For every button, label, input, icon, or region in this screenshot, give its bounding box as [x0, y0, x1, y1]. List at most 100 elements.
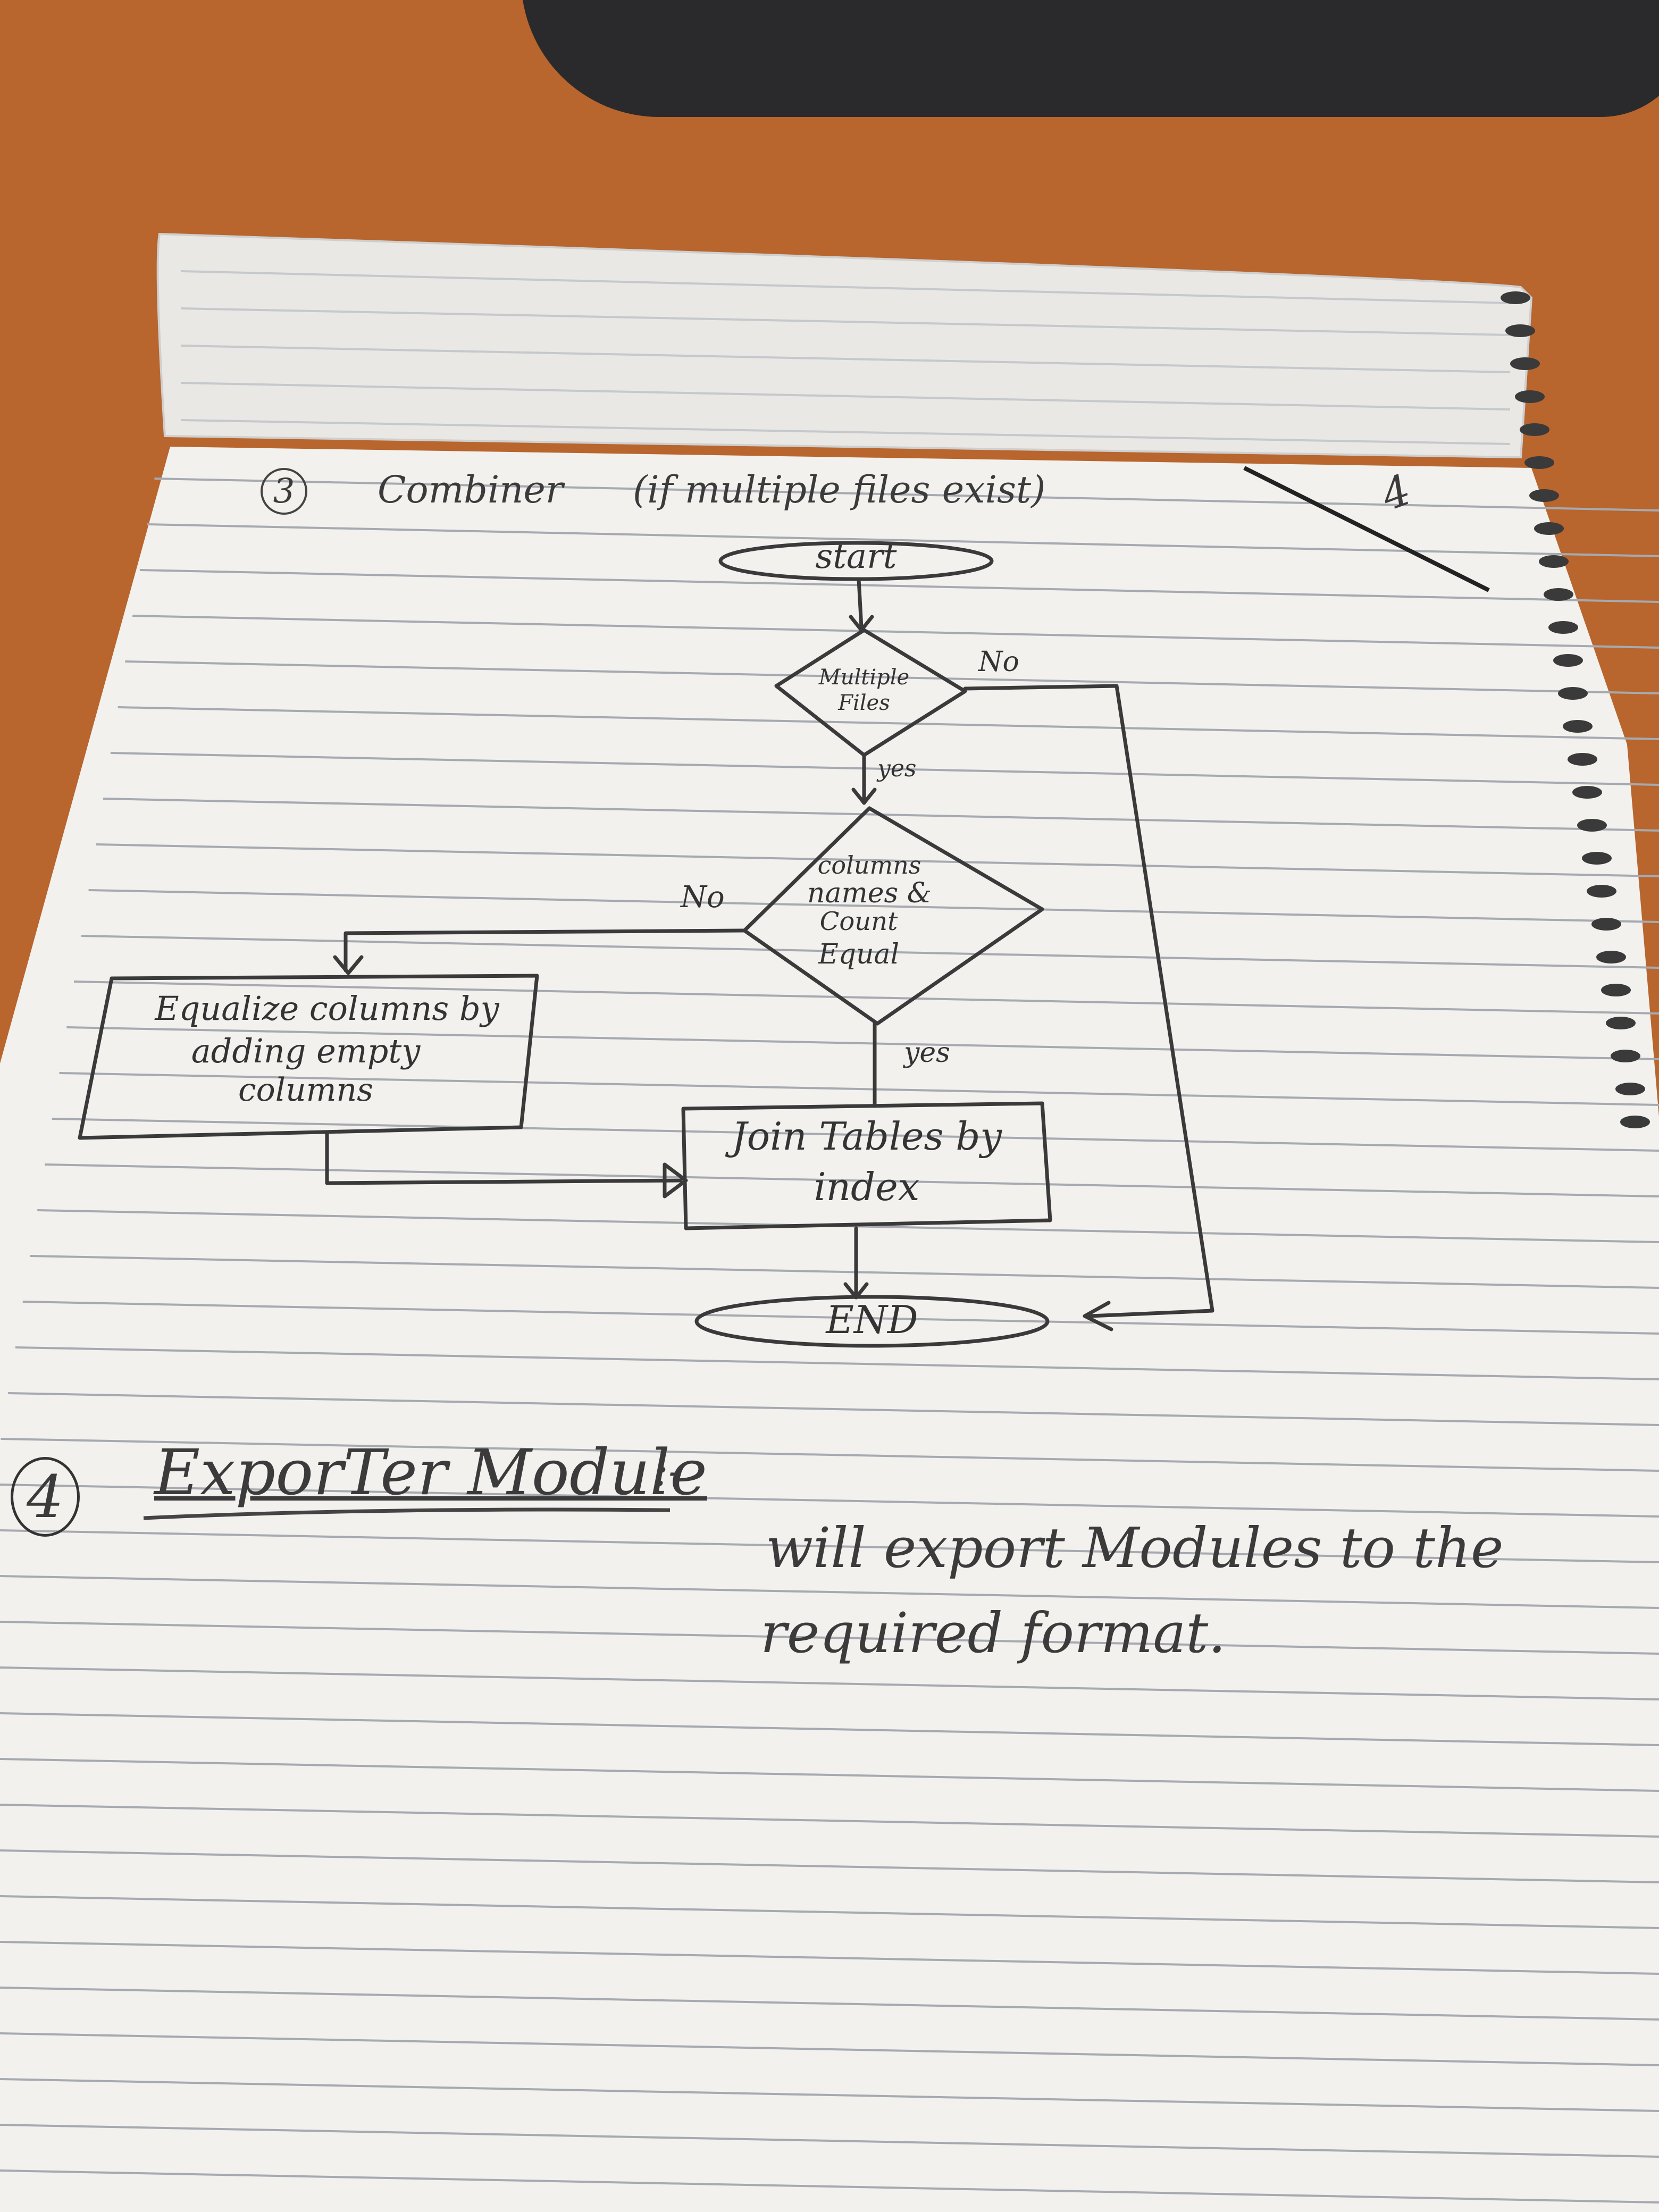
ruled-line [0, 1575, 1659, 1609]
ruled-line [0, 1849, 1659, 1883]
spiral-hole [1520, 423, 1549, 436]
ruled-line [0, 1484, 1659, 1518]
ruled-line [0, 2078, 1659, 2112]
decision2-diamond [742, 806, 1044, 1026]
main-page [0, 447, 1659, 2212]
ruled-line [66, 1026, 1659, 1060]
equalize-label-line2: adding empty [191, 1032, 421, 1070]
spiral-hole [1601, 984, 1631, 996]
spiral-hole [1615, 1083, 1645, 1095]
ruled-line [59, 1072, 1659, 1106]
ruled-line [110, 752, 1659, 786]
spiral-hole [1548, 621, 1578, 634]
section4-number: 4 [11, 1457, 80, 1537]
decision2-no-label: No [681, 880, 725, 915]
ruled-line [44, 1163, 1659, 1197]
join-label-line1: Join Tables by [731, 1114, 1002, 1159]
section3-subtitle: (if multiple files exist) [633, 468, 1046, 512]
arrowhead [333, 955, 364, 975]
ruled-line [0, 2169, 1659, 2203]
corner-diagonal-line [1243, 466, 1490, 592]
end-label: END [826, 1297, 918, 1342]
equalize-box [78, 974, 539, 1140]
spiral-hole [1515, 390, 1545, 403]
spiral-hole [1568, 753, 1597, 766]
equalize-label-line1: Equalize columns by [155, 989, 499, 1028]
spiral-hole [1596, 951, 1626, 963]
arrowhead [1083, 1301, 1113, 1331]
ruled-line [0, 1895, 1659, 1929]
section4-title: ExporTer Module [154, 1436, 707, 1509]
spiral-hole [1606, 1017, 1636, 1029]
decision2-label-line1: columns [817, 851, 921, 879]
spiral-hole [1558, 687, 1588, 700]
ruled-line [0, 1987, 1659, 2021]
ruled-line [154, 477, 1659, 512]
spiral-hole [1577, 819, 1607, 832]
decision1-yes-label: yes [877, 755, 917, 782]
spiral-hole [1563, 720, 1593, 733]
spiral-hole [1582, 852, 1612, 865]
spiral-hole [1539, 555, 1569, 568]
ruled-line [0, 1758, 1659, 1792]
section4-title-underline [143, 1507, 671, 1520]
end-terminal [694, 1295, 1050, 1348]
section3-title: Combiner [378, 468, 564, 512]
ruled-line [73, 981, 1659, 1015]
spiral-hole [1553, 654, 1583, 667]
ruled-line [132, 615, 1659, 649]
ruled-line [139, 569, 1659, 603]
decision1-no-line [963, 684, 1214, 1318]
join-label-line2: index [814, 1164, 920, 1209]
ruled-line [0, 1666, 1659, 1700]
ruled-line [1, 1438, 1659, 1472]
spiral-hole [1524, 456, 1554, 469]
spiral-binding [1501, 291, 1650, 1128]
spiral-hole [1510, 357, 1540, 370]
decision2-label-line4: Equal [818, 939, 900, 970]
ruled-line [0, 1804, 1659, 1838]
ruled-line [0, 2124, 1659, 2158]
spiral-hole [1620, 1116, 1650, 1128]
arrowhead [851, 787, 877, 805]
section4-description-line2: required format. [760, 1601, 1226, 1665]
ruled-line [125, 660, 1659, 694]
ruled-line [15, 1346, 1659, 1380]
folded-page-lines [180, 270, 1511, 445]
decision1-no-label: No [978, 646, 1019, 678]
spiral-hole [1534, 522, 1564, 535]
ruled-line [0, 1941, 1659, 1975]
ruled-line [96, 843, 1659, 877]
section4-description-line1: will export Modules to the [766, 1515, 1504, 1580]
dark-bag [521, 0, 1659, 117]
ruled-lines [0, 477, 1659, 2203]
section4-colon: :- [654, 1446, 683, 1496]
ruled-line [30, 1255, 1659, 1289]
ruled-line [0, 1529, 1659, 1563]
ruled-line [8, 1392, 1659, 1426]
ruled-line [52, 1118, 1659, 1152]
equalize-to-join-line [325, 1130, 683, 1185]
spiral-hole [1501, 291, 1530, 304]
decision2-label-line3: Count [819, 907, 898, 936]
ruled-line [88, 889, 1659, 923]
decision2-yes-label: yes [904, 1037, 950, 1069]
ruled-line [118, 706, 1659, 740]
folded-page [156, 232, 1533, 459]
spiral-hole [1505, 324, 1535, 337]
arrowhead [663, 1162, 688, 1199]
spiral-hole [1529, 489, 1559, 502]
join-box [681, 1101, 1052, 1230]
arrow-start-to-decision1 [857, 577, 864, 630]
start-terminal [718, 541, 994, 581]
spiral-hole [1611, 1050, 1640, 1062]
flowchart [78, 541, 1214, 1348]
ruled-line [22, 1301, 1659, 1335]
start-label: start [815, 537, 897, 576]
equalize-label-line3: columns [238, 1071, 373, 1109]
ruled-line [0, 1712, 1659, 1746]
spiral-hole [1572, 786, 1602, 799]
decision2-no-line [343, 928, 747, 973]
